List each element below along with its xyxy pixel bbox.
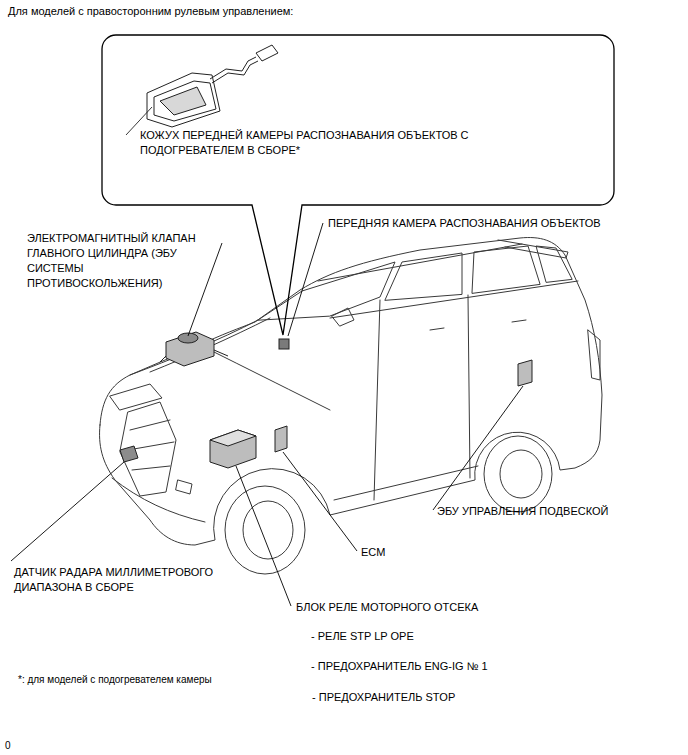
hood-crease — [150, 318, 270, 372]
leader-line — [11, 462, 124, 561]
mirror — [332, 308, 354, 326]
part-label: ECM — [361, 545, 421, 560]
suspension-ecu — [518, 360, 532, 386]
part-label: ЭЛЕКТРОМАГНИТНЫЙ КЛАПАН ГЛАВНОГО ЦИЛИНДР… — [27, 231, 217, 291]
relay-block-top — [210, 430, 256, 446]
page-title: Для моделей с правосторонним рулевым упр… — [8, 4, 293, 19]
radar-sensor — [120, 446, 138, 462]
master-cylinder-reservoir — [178, 333, 198, 343]
roof-rail — [318, 244, 522, 281]
leader-line — [433, 386, 523, 510]
fog-light — [176, 480, 192, 494]
part-label: БЛОК РЕЛЕ МОТОРНОГО ОТСЕКА — [296, 600, 596, 615]
footnote: *: для моделей с подогревателем камеры — [18, 672, 288, 687]
cover-tray — [147, 73, 220, 127]
front-rim — [243, 501, 293, 559]
relay-item: - РЕЛЕ STP LP OPE — [311, 629, 561, 644]
sill-line — [334, 466, 478, 500]
master-cylinder-solenoid — [166, 332, 214, 366]
callout-border — [102, 35, 614, 335]
fender-line — [200, 345, 330, 410]
rear-side-window — [472, 246, 540, 293]
callout-box: КОЖУХ ПЕРЕДНЕЙ КАМЕРЫ РАСПОЗНАВАНИЯ ОБЪЕ… — [102, 35, 614, 205]
hood-line — [130, 320, 258, 375]
rear-spoiler — [498, 240, 568, 258]
relay-block — [210, 430, 256, 468]
leader-line — [283, 452, 357, 551]
fuse-item: - ПРЕДОХРАНИТЕЛЬ ENG-IG № 1 — [311, 659, 571, 674]
part-label: ПЕРЕДНЯЯ КАМЕРА РАСПОЗНАВАНИЯ ОБЪЕКТОВ — [328, 216, 648, 231]
door-handle — [430, 328, 444, 330]
heater-connector — [256, 45, 278, 61]
ecm-unit — [275, 426, 287, 452]
components — [120, 332, 532, 468]
front-side-window — [385, 253, 462, 300]
front-camera — [279, 339, 289, 349]
leader-line — [188, 243, 222, 336]
leader-line — [288, 223, 323, 336]
cover-rim — [154, 81, 216, 121]
master-cylinder-pipe — [160, 350, 228, 362]
spindle-grille — [120, 402, 176, 496]
grille-mesh — [128, 420, 174, 470]
front-bumper — [112, 478, 205, 522]
cover-heater — [160, 87, 206, 115]
heater-wire — [212, 61, 258, 83]
leader-line — [236, 466, 291, 606]
car-body — [100, 238, 602, 545]
door-handle — [512, 320, 526, 322]
camera-cover-sketch — [126, 45, 278, 135]
front-wheel — [225, 486, 305, 574]
rear-wheel — [484, 436, 552, 512]
car-silhouette — [100, 238, 602, 545]
heater-wire — [210, 57, 256, 79]
part-label: КОЖУХ ПЕРЕДНЕЙ КАМЕРЫ РАСПОЗНАВАНИЯ ОБЪЕ… — [140, 128, 480, 158]
rear-light — [588, 330, 600, 380]
fuse-item: - ПРЕДОХРАНИТЕЛЬ STOP — [312, 690, 572, 705]
door-line — [374, 300, 380, 500]
leader-lines — [11, 223, 523, 606]
door-line — [468, 295, 470, 478]
callout-outline — [102, 35, 614, 205]
part-label: ДАТЧИК РАДАРА МИЛЛИМЕТРОВОГО ДИАПАЗОНА В… — [14, 565, 229, 595]
part-label: ЭБУ УПРАВЛЕНИЯ ПОДВЕСКОЙ — [437, 504, 667, 519]
page-number: 0 — [5, 738, 25, 753]
rear-rim — [500, 450, 542, 498]
belt-line — [330, 281, 578, 318]
headlight — [110, 384, 162, 410]
